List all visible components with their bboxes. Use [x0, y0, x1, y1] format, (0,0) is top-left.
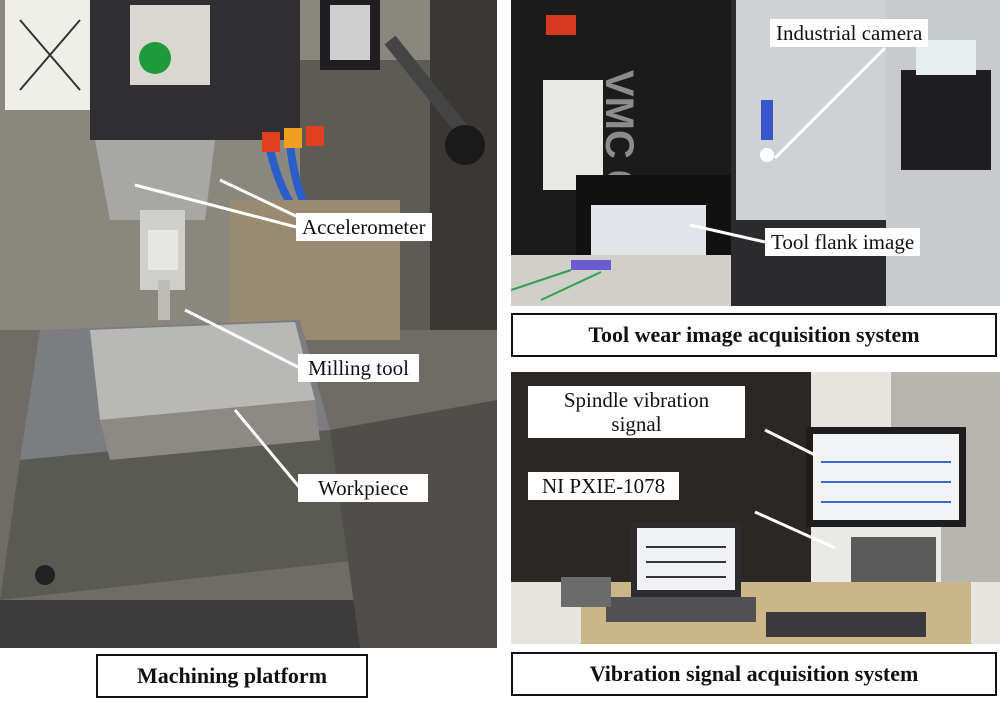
vibration-caption: Vibration signal acquisition system: [511, 652, 997, 696]
machining-platform-photo: [0, 0, 497, 648]
ni-pxie-label: NI PXIE-1078: [528, 472, 680, 501]
machining-platform-caption: Machining platform: [96, 654, 368, 698]
spindle-label-line1: Spindle vibration: [563, 388, 710, 412]
tool-wear-caption: Tool wear image acquisition system: [511, 313, 997, 357]
spindle-label-line2: signal: [611, 412, 662, 437]
green-button: [139, 42, 171, 74]
accelerometer-label: Accelerometer: [296, 213, 432, 242]
workpiece-label: Workpiece: [298, 474, 429, 503]
milling-tool-label: Milling tool: [298, 354, 419, 383]
flank-image-shape: [591, 205, 706, 255]
spindle-vibration-signal-label: Spindle vibration signal: [528, 386, 745, 439]
industrial-camera-label: Industrial camera: [770, 19, 929, 48]
milling-tool-shape: [158, 280, 170, 320]
tool-flank-image-label: Tool flank image: [765, 228, 921, 257]
